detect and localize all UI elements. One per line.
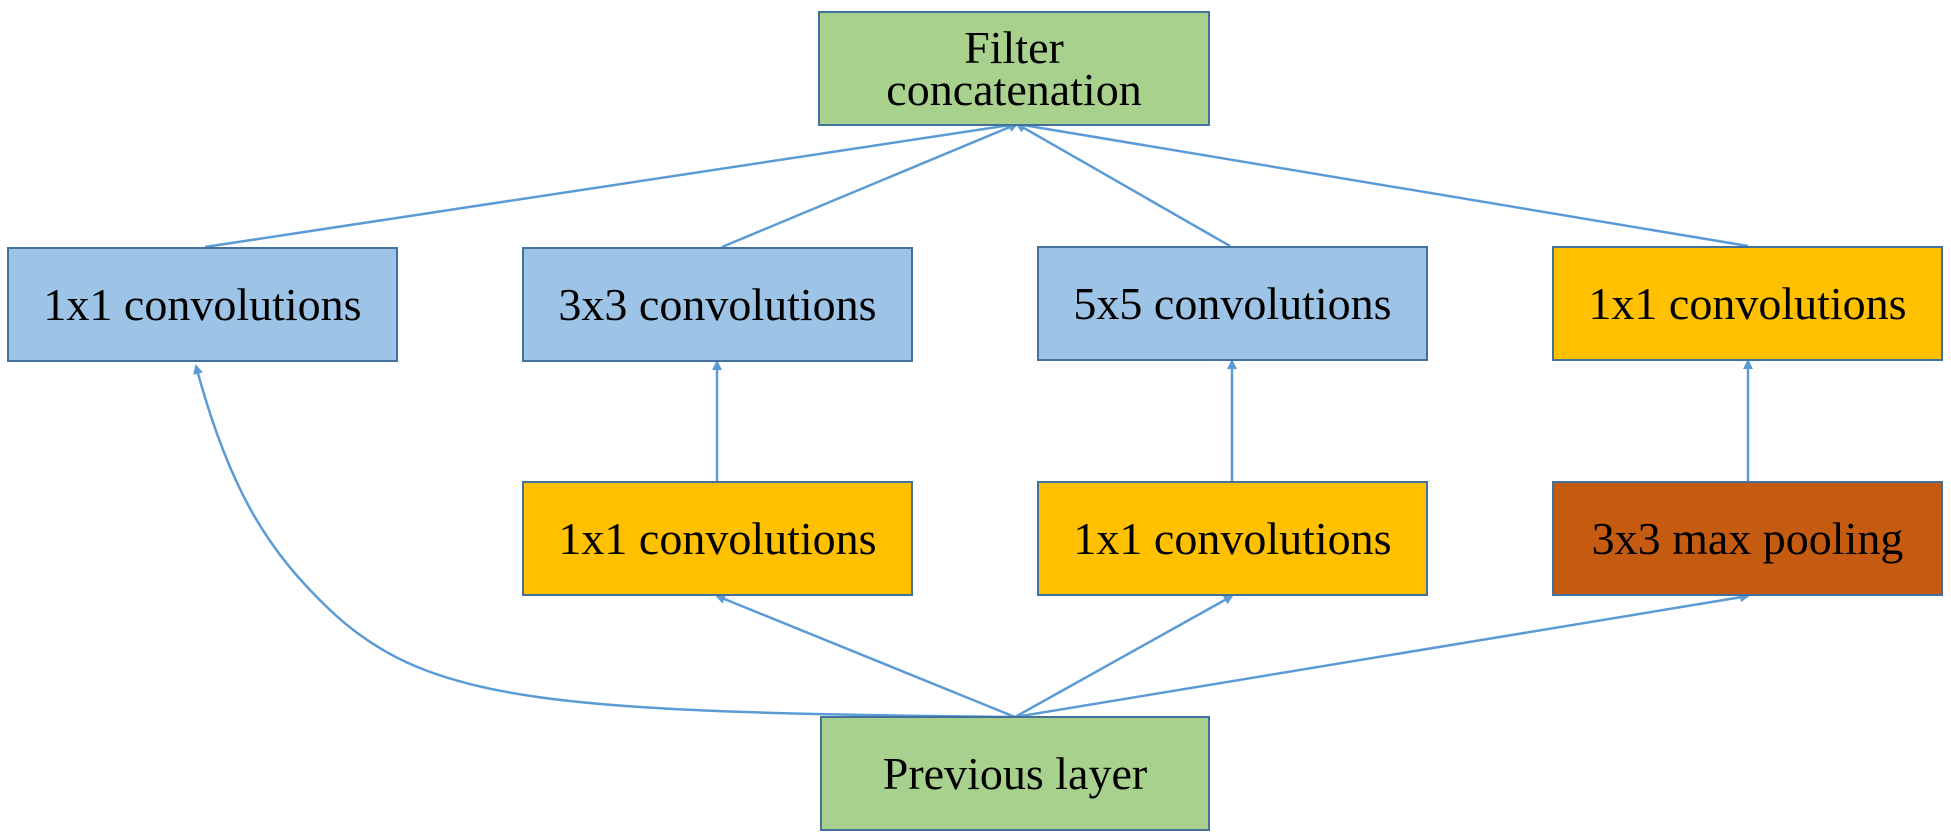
conv-1x1-reduce-3x3-label: 1x1 convolutions — [558, 512, 877, 564]
edge-previous-layer-to-maxpool — [1014, 592, 1750, 719]
edge-previous-layer-to-conv1x1-c — [1014, 594, 1234, 719]
conv-1x1-pool-proj-label: 1x1 convolutions — [1588, 277, 1907, 329]
filter-concatenation-node: Filter concatenation — [818, 11, 1210, 126]
conv-5x5-node: 5x5 convolutions — [1037, 246, 1428, 361]
conv-1x1-reduce-5x5-node: 1x1 convolutions — [1037, 481, 1428, 596]
conv-3x3-label: 3x3 convolutions — [558, 278, 877, 330]
edge-conv1x1-a-to-filter-concat — [204, 120, 1019, 249]
conv-1x1-branch1-node: 1x1 convolutions — [7, 247, 398, 362]
edge-conv5x5-to-filter-concat — [1015, 122, 1231, 248]
edge-previous-layer-to-conv1x1-b — [715, 594, 1016, 719]
previous-layer-node: Previous layer — [820, 716, 1210, 831]
edge-conv3x3-to-filter-concat — [721, 122, 1019, 249]
conv-3x3-node: 3x3 convolutions — [522, 247, 913, 362]
conv-5x5-label: 5x5 convolutions — [1073, 277, 1392, 329]
filter-concatenation-label-line1: Filter — [964, 21, 1064, 73]
previous-layer-label: Previous layer — [882, 747, 1148, 799]
conv-1x1-reduce-5x5-label: 1x1 convolutions — [1073, 512, 1392, 564]
max-pooling-label: 3x3 max pooling — [1591, 512, 1904, 564]
conv-1x1-pool-proj-node: 1x1 convolutions — [1552, 246, 1943, 361]
edge-conv1x1-d-to-filter-concat — [1015, 120, 1749, 248]
filter-concatenation-label-line2: concatenation — [886, 63, 1142, 115]
conv-1x1-reduce-3x3-node: 1x1 convolutions — [522, 481, 913, 596]
conv-1x1-branch1-label: 1x1 convolutions — [43, 278, 362, 330]
max-pooling-node: 3x3 max pooling — [1552, 481, 1943, 596]
edge-previous-layer-to-conv1x1-a — [193, 364, 1016, 719]
